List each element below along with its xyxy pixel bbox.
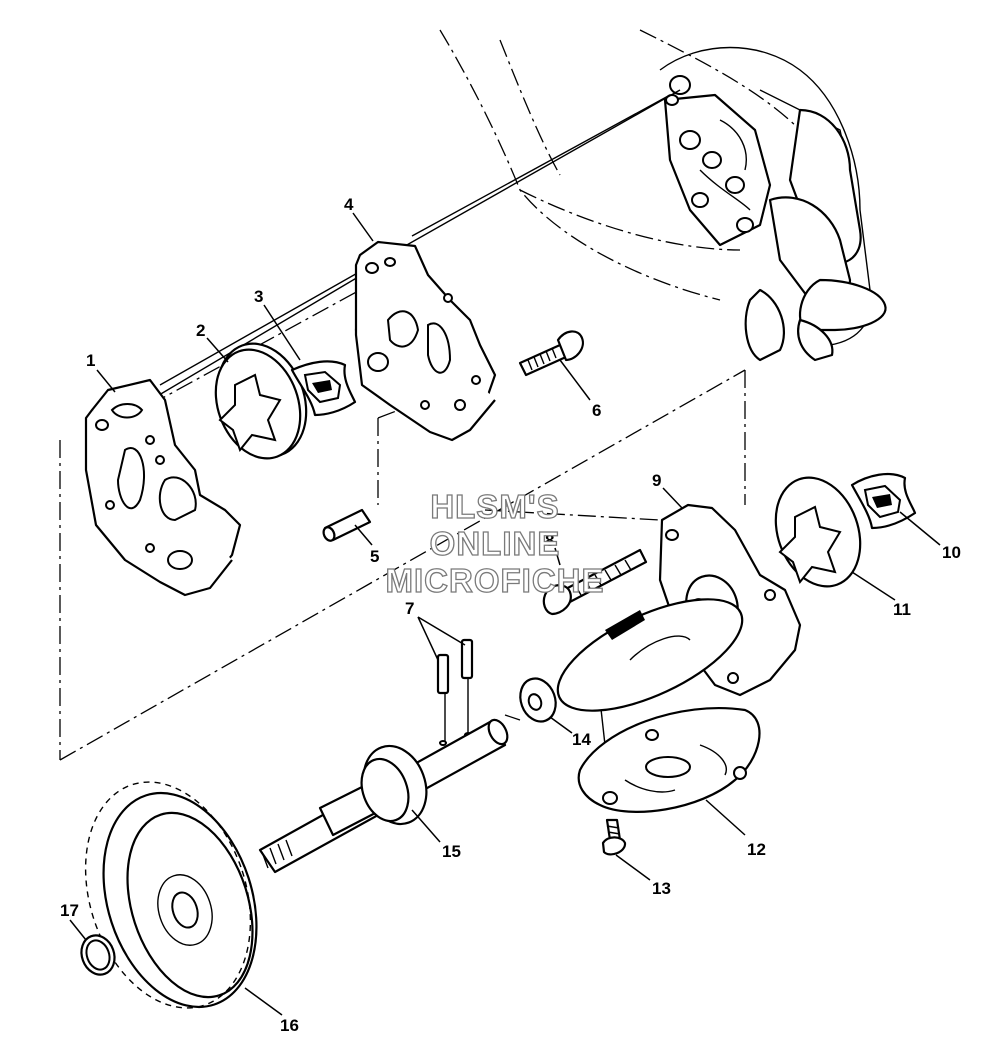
- watermark-line-1: HLSM'S: [430, 488, 559, 525]
- callout-14: 14: [572, 730, 591, 749]
- callout-10: 10: [942, 543, 961, 562]
- callout-4: 4: [344, 195, 354, 214]
- watermark-line-3: MICROFICHE: [386, 562, 605, 599]
- watermark-line-2: ONLINE: [430, 525, 561, 562]
- inner-rotor-upper: [290, 360, 357, 417]
- small-bolt: [601, 818, 627, 856]
- pump-plate-middle: [354, 240, 497, 442]
- callout-8: 8: [545, 531, 554, 550]
- long-screw: [542, 548, 648, 616]
- callout-13: 13: [652, 879, 671, 898]
- outer-rotor-lower: [774, 476, 862, 588]
- inner-rotor-lower: [850, 472, 917, 530]
- gasket-disc: [556, 598, 744, 712]
- callout-9: 9: [652, 471, 661, 490]
- callout-16: 16: [280, 1016, 299, 1035]
- callout-labels: 1 2 3 4 5 6 7 8 9 10 11 12 13 14 15 16 1…: [60, 195, 961, 1035]
- callout-6: 6: [592, 401, 601, 420]
- leader-lines: [69, 212, 941, 1016]
- callout-3: 3: [254, 287, 263, 306]
- bottom-cover-plate: [577, 706, 761, 813]
- watermark: HLSM'S ONLINE MICROFICHE: [385, 487, 605, 599]
- dowel-pin: [322, 508, 372, 542]
- snap-ring: [80, 934, 116, 976]
- washer: [519, 677, 557, 723]
- callout-17: 17: [60, 901, 79, 920]
- callout-1: 1: [86, 351, 95, 370]
- callout-7: 7: [405, 599, 414, 618]
- drive-shaft: [258, 718, 509, 874]
- drive-gear: [84, 781, 258, 1009]
- outer-rotor: [214, 342, 308, 460]
- engine-case-outline: [439, 29, 887, 362]
- callout-5: 5: [370, 547, 379, 566]
- callout-11: 11: [893, 600, 911, 619]
- callout-12: 12: [747, 840, 766, 859]
- pins: [436, 638, 474, 746]
- callout-15: 15: [442, 842, 461, 861]
- pump-body-outer: [84, 378, 242, 597]
- short-screw: [518, 330, 584, 377]
- callout-2: 2: [196, 321, 205, 340]
